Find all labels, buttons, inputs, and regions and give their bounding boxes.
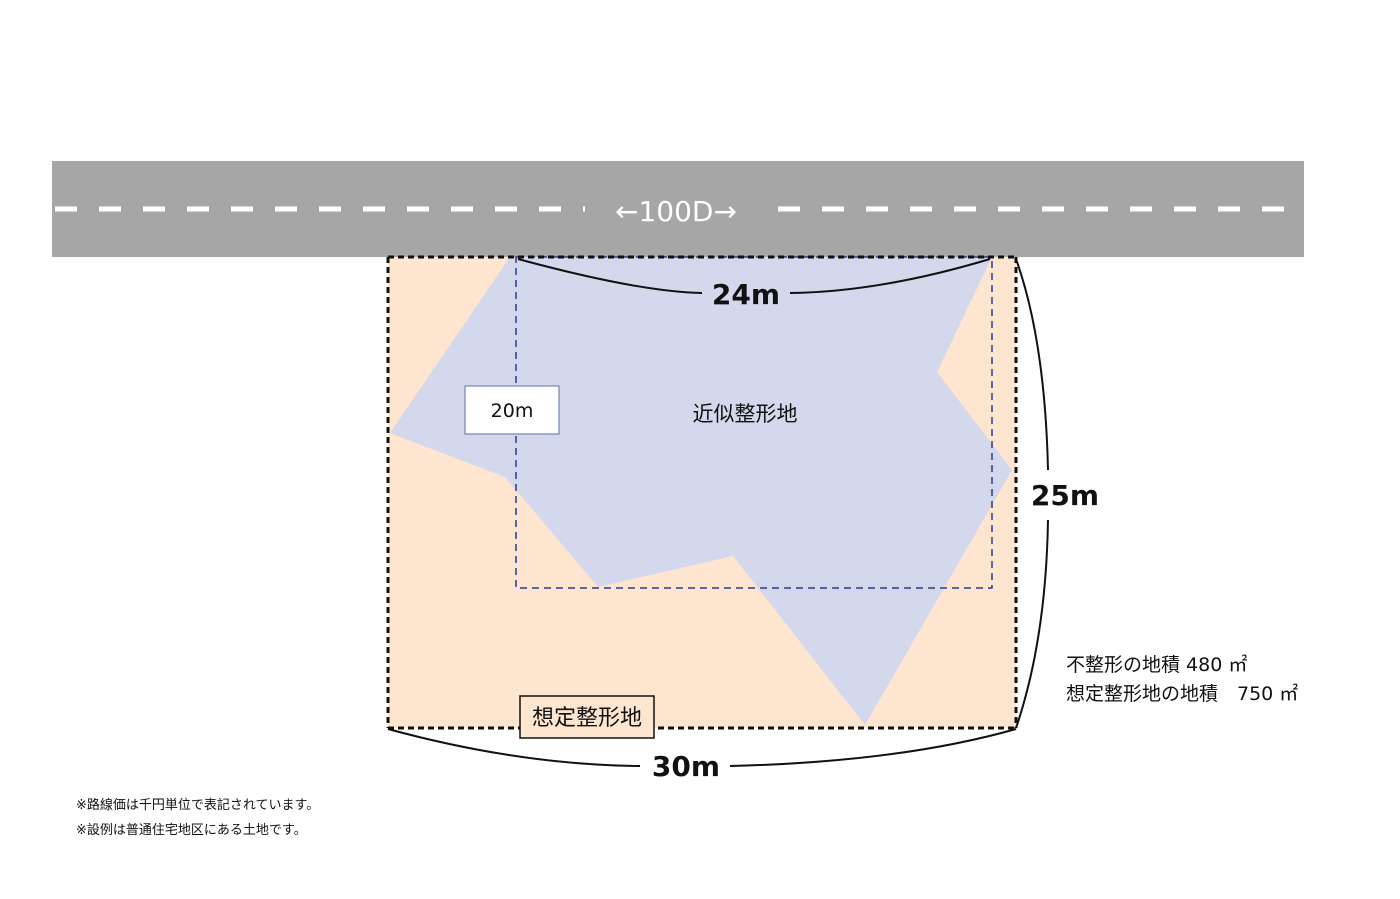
dim-arc-24m-right [789,258,991,294]
dim-30m: 30m [652,750,720,783]
dim-arc-24m-left [517,258,703,294]
approx-regular-land-border [515,256,993,589]
assumed-area-text: 想定整形地の地積 750 ㎡ [1066,682,1298,705]
assumed-label-box [519,695,655,739]
dim-20m: 20m [491,400,534,422]
dim-arc-30m-right [729,728,1017,767]
inner-depth-box [464,385,560,435]
irregular-land [390,257,1012,725]
dim-24m: 24m [712,278,780,311]
note-1: ※路線価は千円単位で表記されています。 [76,797,319,813]
note-2: ※設例は普通住宅地区にある土地です。 [76,822,307,838]
irregular-area-text: 不整形の地積 480 ㎡ [1066,653,1247,676]
dim-arc-25m-bottom [1015,519,1049,729]
dim-25m: 25m [1031,479,1099,512]
approx-regular-land-label: 近似整形地 [693,402,798,426]
assumed-regular-land-label: 想定整形地 [532,706,642,731]
road-price-label: ←100D→ [615,195,737,228]
dim-arc-30m-left [387,728,641,767]
dim-arc-25m-top [1015,258,1049,471]
